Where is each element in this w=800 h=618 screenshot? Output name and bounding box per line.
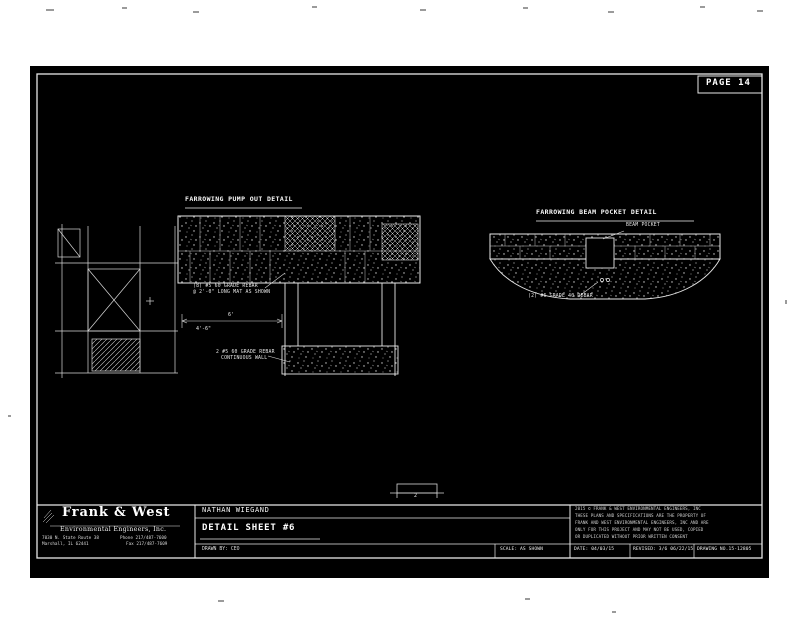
copyright-line: FRANK AND WEST ENVIRONMENTAL ENGINEERS, …	[575, 520, 709, 525]
company-address-line2: Marshall, IL 62441	[42, 542, 89, 547]
copyright-line: OR DUPLICATED WITHOUT PRIOR WRITTEN CONS…	[575, 534, 688, 539]
beam-rebar-note: (2) #6 GRADE 40 REBAR	[528, 294, 593, 299]
beam-pocket-detail-title: FARROWING BEAM POCKET DETAIL	[536, 208, 657, 216]
section-marker-label: 2	[414, 493, 418, 499]
drawing-linework	[36, 73, 763, 559]
pump-out-detail-title: FARROWING PUMP OUT DETAIL	[185, 195, 293, 203]
company-fax: Fax 217/487-7609	[126, 542, 168, 547]
company-address-line1: 7030 N. State Route 38	[42, 536, 99, 541]
copyright-line: 2015 © FRANK & WEST ENVIRONMENTAL ENGINE…	[575, 506, 701, 511]
beam-pocket-label: BEAM POCKET	[626, 223, 660, 228]
title-block-grid	[37, 504, 762, 558]
pump-depth-dimension: 4'-6"	[196, 326, 212, 332]
sheet-title: DETAIL SHEET #6	[202, 523, 296, 533]
company-phone: Phone 217/487-7600	[120, 536, 167, 541]
drawing-sheet-panel: PAGE 14 FARROWING PUMP OUT DETAIL (8) #5…	[30, 66, 769, 578]
drawing-number-field: DRAWING NO.15-12805	[697, 547, 752, 552]
section-marker-shape	[390, 483, 444, 498]
left-plan-fragment	[55, 224, 178, 378]
copyright-line: THESE PLANS AND SPECIFICATIONS ARE THE P…	[575, 513, 707, 518]
page-number-label: PAGE 14	[706, 78, 751, 88]
company-subtitle: Environmental Engineers, Inc.	[60, 526, 167, 533]
pump-out-section	[177, 207, 421, 376]
pump-width-dimension: 6'	[228, 312, 235, 318]
pump-rebar-mat-note-line1: (8) #5 60 GRADE REBAR	[193, 284, 258, 289]
scale-field: SCALE: AS SHOWN	[500, 547, 543, 552]
pump-rebar-cont-note-line2: CONTINUOUS WALL	[221, 356, 268, 361]
copyright-line: ONLY FOR THIS PROJECT AND MAY NOT BE USE…	[575, 527, 704, 532]
beam-pocket-section	[489, 220, 721, 300]
drawn-by: DRAWN BY: CEO	[202, 547, 240, 552]
company-name: Frank & West	[62, 505, 171, 520]
date-field: DATE: 04/03/15	[574, 547, 615, 552]
client-name: NATHAN WIEGAND	[202, 506, 270, 514]
sheet-frame	[36, 73, 763, 559]
pump-rebar-cont-note-line1: 2 #5 60 GRADE REBAR	[216, 350, 275, 355]
revised-field: REVISED: 3/6 06/22/15	[633, 547, 694, 552]
pump-rebar-mat-note-line2: @ 2'-0" LONG MAT AS SHOWN	[193, 290, 271, 295]
